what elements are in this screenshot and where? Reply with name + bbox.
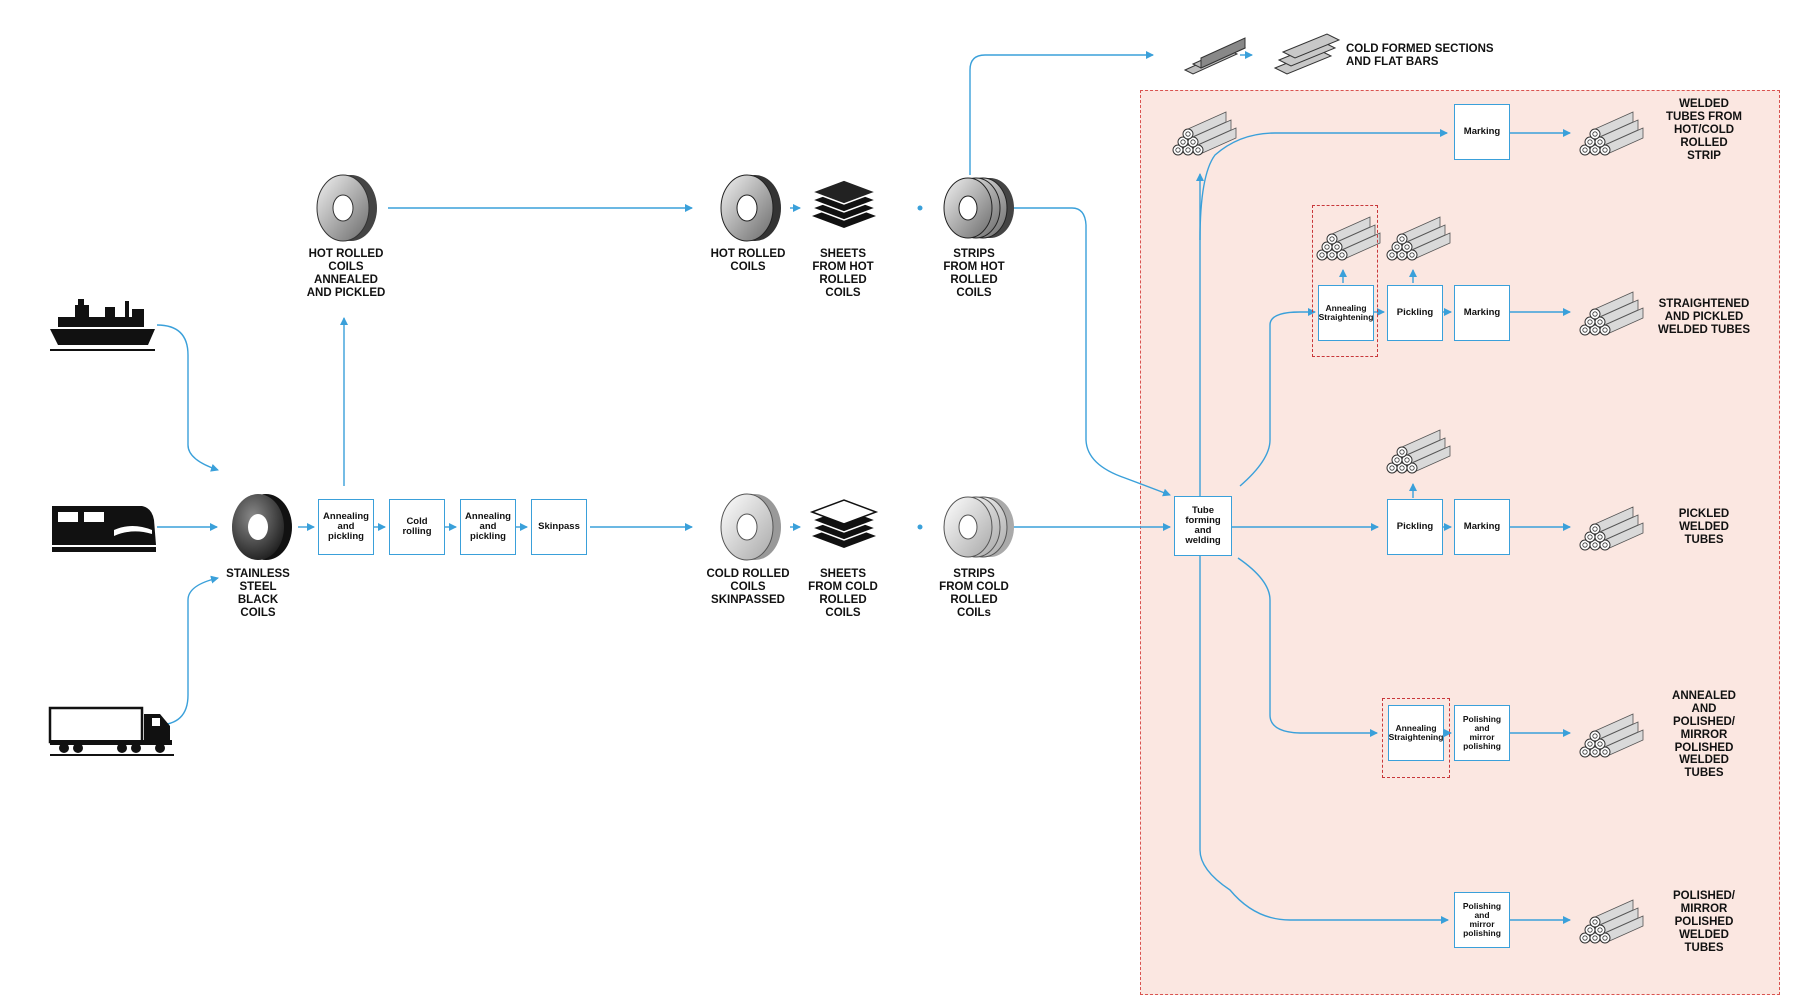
label-strips-cold: STRIPS FROM COLD ROLLED COILs bbox=[939, 568, 1009, 619]
step-annealing-straightening-2: Annealing Straightening bbox=[1388, 705, 1444, 761]
step-marking-3: Marking bbox=[1454, 499, 1510, 555]
arrow-tube-to-annstr1 bbox=[1239, 308, 1316, 487]
tube-bundle-hot-cold-icon bbox=[1579, 111, 1644, 156]
label-strips-hot: STRIPS FROM HOT ROLLED COILS bbox=[943, 248, 1005, 299]
tube-bundle-pickled-welded-icon bbox=[1579, 506, 1644, 551]
tube-bundle-pickled-2-icon bbox=[1386, 429, 1451, 474]
ship-icon bbox=[50, 299, 155, 351]
arrow-tube-to-marking1 bbox=[1199, 129, 1448, 241]
label-cold-rolled-coils: COLD ROLLED COILS SKINPASSED bbox=[706, 568, 790, 606]
tube-bundle-annealed-polished-icon bbox=[1579, 713, 1644, 758]
label-annealed-polished: ANNEALED AND POLISHED/ MIRROR POLISHED W… bbox=[1672, 690, 1736, 780]
arrow-stripshot-to-tube bbox=[1013, 207, 1171, 497]
label-pickled-welded: PICKLED WELDED TUBES bbox=[1678, 508, 1730, 546]
label-hot-rolled-annealed: HOT ROLLED COILS ANNEALED AND PICKLED bbox=[306, 248, 386, 299]
arrow-truck bbox=[156, 575, 219, 726]
step-annealing-pickling-1: Annealing and pickling bbox=[318, 499, 374, 555]
step-marking-2: Marking bbox=[1454, 285, 1510, 341]
label-cold-formed: COLD FORMED SECTIONS AND FLAT BARS bbox=[1346, 43, 1494, 68]
label-black-coils: STAINLESS STEEL BLACK COILS bbox=[226, 568, 290, 619]
tube-bundle-polished-mirror-icon bbox=[1579, 899, 1644, 944]
tube-bundle-annealed-1-icon bbox=[1316, 216, 1381, 261]
step-polishing-2: Polishing and mirror polishing bbox=[1454, 892, 1510, 948]
strips-hot-icon bbox=[943, 177, 1014, 239]
train-icon bbox=[52, 506, 156, 552]
label-polished-mirror: POLISHED/ MIRROR POLISHED WELDED TUBES bbox=[1673, 890, 1735, 954]
highlight-frame-1 bbox=[1312, 205, 1378, 357]
step-cold-rolling: Cold rolling bbox=[389, 499, 445, 555]
strips-cold-icon bbox=[943, 496, 1014, 558]
label-welded-tubes-hot-cold: WELDED TUBES FROM HOT/COLD ROLLED STRIP bbox=[1665, 98, 1743, 162]
hot-rolled-annealed-coil-icon bbox=[316, 174, 377, 242]
hot-rolled-coil-icon bbox=[720, 174, 781, 242]
flat-bars-icon bbox=[1273, 33, 1341, 75]
tube-bundle-straightened-icon bbox=[1579, 291, 1644, 336]
arrow-strips-to-coldformed bbox=[969, 51, 1154, 175]
label-sheets-hot: SHEETS FROM HOT ROLLED COILS bbox=[812, 248, 874, 299]
black-coil-icon bbox=[232, 494, 292, 560]
step-annealing-pickling-2: Annealing and pickling bbox=[460, 499, 516, 555]
sheets-cold-icon bbox=[809, 499, 879, 548]
tube-bundle-pickled-1-icon bbox=[1386, 216, 1451, 261]
highlight-frame-2 bbox=[1382, 698, 1450, 778]
cold-formed-sections-icon bbox=[1183, 37, 1247, 75]
step-skinpass: Skinpass bbox=[531, 499, 587, 555]
step-polishing-1: Polishing and mirror polishing bbox=[1454, 705, 1510, 761]
step-marking-1: Marking bbox=[1454, 104, 1510, 160]
step-annealing-straightening-1: Annealing Straightening bbox=[1318, 285, 1374, 341]
cold-rolled-coil-icon bbox=[720, 493, 781, 561]
truck-icon bbox=[48, 706, 174, 756]
tube-bundle-output-1-icon bbox=[1172, 111, 1237, 156]
label-sheets-cold: SHEETS FROM COLD ROLLED COILS bbox=[808, 568, 878, 619]
label-straightened-pickled: STRAIGHTENED AND PICKLED WELDED TUBES bbox=[1658, 298, 1750, 336]
label-hot-rolled-coils: HOT ROLLED COILS bbox=[710, 248, 786, 273]
step-pickling-1: Pickling bbox=[1387, 285, 1443, 341]
step-pickling-2: Pickling bbox=[1387, 499, 1443, 555]
sheets-hot-icon bbox=[809, 179, 879, 228]
step-tube-forming-welding: Tube forming and welding bbox=[1174, 496, 1232, 556]
arrow-tube-to-annstr2 bbox=[1237, 557, 1378, 737]
arrow-ship bbox=[156, 324, 219, 472]
arrow-tube-to-polishing2 bbox=[1199, 555, 1449, 924]
